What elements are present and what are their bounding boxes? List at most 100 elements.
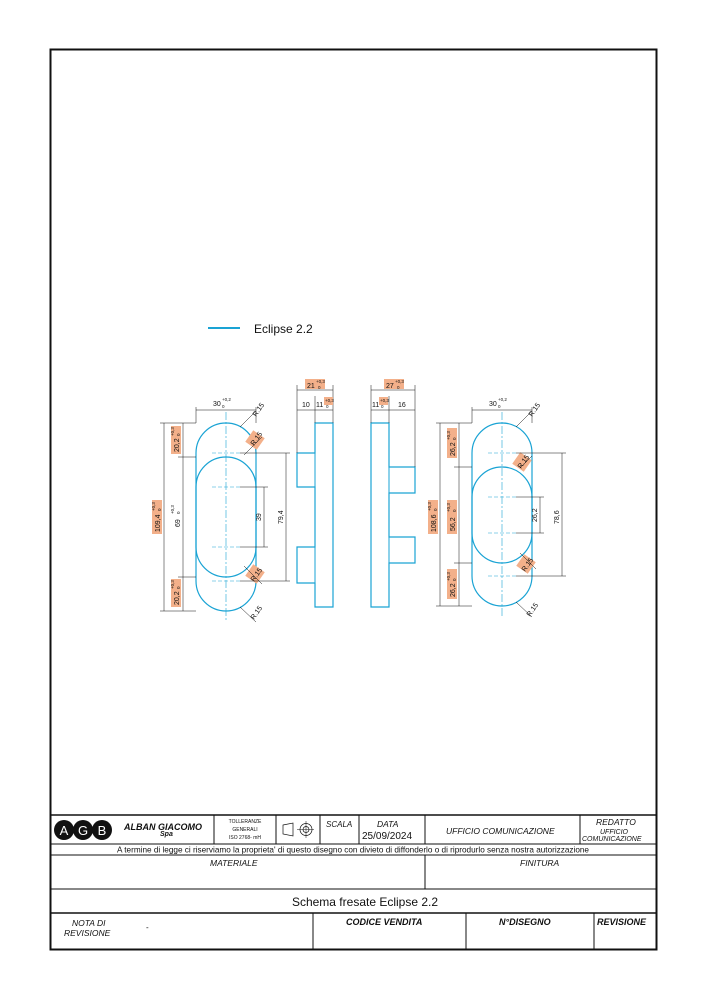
company-name: ALBAN GIACOMO	[123, 822, 202, 832]
left-mid-pocket-value: 69	[175, 519, 182, 527]
material-label: MATERIALE	[210, 858, 258, 868]
svg-text:0: 0	[176, 511, 181, 514]
right-radius-highlight-3	[516, 554, 536, 574]
svg-text:+0,3: +0,3	[325, 398, 334, 403]
svg-text:0: 0	[498, 404, 501, 409]
side-view-a: 21 +0,3 0 10 11 +0,3 0	[296, 379, 334, 608]
side-a-part2-value: 11	[316, 402, 323, 409]
right-radius-label-1: R.15	[528, 402, 542, 418]
right-bottom-pocket-value: 26,2	[450, 583, 457, 597]
right-top-pocket-value: 26,2	[450, 442, 457, 456]
drawing-frame	[49, 48, 658, 951]
svg-text:0: 0	[433, 508, 438, 511]
svg-text:+0,3: +0,3	[446, 572, 451, 581]
office-name: UFFICIO COMUNICAZIONE	[446, 826, 555, 836]
property-notice: A termine di legge ci riserviamo la prop…	[117, 846, 589, 855]
svg-text:B: B	[98, 823, 107, 838]
logo-circle-a	[54, 820, 74, 840]
left-width-value: 30	[213, 401, 221, 408]
left-radius-label-4: R.15	[250, 605, 264, 621]
side-a-part1-value: 10	[302, 402, 310, 409]
side-b-total-highlight	[384, 379, 404, 389]
right-outer-value: 78,6	[554, 510, 561, 524]
right-mid-pocket-highlight	[447, 500, 457, 534]
svg-text:0: 0	[452, 578, 457, 581]
finish-label: FINITURA	[520, 858, 560, 868]
legend: Eclipse 2.2	[208, 322, 313, 336]
drafted-value-2: COMUNICAZIONE	[582, 836, 642, 843]
logo-circle-b	[92, 820, 112, 840]
left-radius-highlight-3	[245, 564, 265, 584]
svg-text:0: 0	[157, 508, 162, 511]
right-bottom-pocket-highlight	[447, 569, 457, 599]
svg-text:+0,3: +0,3	[316, 379, 325, 384]
left-top-pocket-value: 20,2	[174, 438, 181, 452]
left-bottom-pocket-value: 20,2	[174, 591, 181, 605]
right-overall-value: 108,6	[431, 514, 438, 532]
side-a-total-value: 21	[307, 383, 315, 390]
right-top-pocket-highlight	[447, 428, 457, 458]
drafted-value-1: UFFICIO	[600, 829, 629, 836]
right-front-view: 30 +0,2 0 R.15 R.15 R.15 R.15 108,6 +0,3…	[427, 397, 566, 618]
svg-text:+0,3: +0,3	[151, 502, 156, 511]
svg-text:0: 0	[318, 385, 321, 390]
date-label: DATA	[377, 819, 399, 829]
left-top-pocket-highlight	[171, 426, 181, 454]
projection-symbol-icon	[282, 821, 314, 838]
right-radius-highlight-2	[512, 452, 532, 472]
svg-text:+0,2: +0,2	[222, 397, 231, 402]
sales-code-label: CODICE VENDITA	[346, 917, 422, 927]
agb-logo: A G B	[54, 820, 112, 840]
svg-text:+0,3: +0,3	[395, 379, 404, 384]
side-view-b: 27 +0,3 0 11 +0,3 0 16	[370, 379, 416, 608]
svg-text:+0,3: +0,3	[446, 503, 451, 512]
left-radius-label-1: R.15	[252, 402, 266, 418]
svg-text:0: 0	[176, 433, 181, 436]
right-inner-value: 26,2	[532, 508, 539, 522]
drawing-number-label: N°DISEGNO	[499, 917, 551, 927]
title-block: A G B ALBAN GIACOMO Spa TOLLERANZE GENER…	[50, 814, 657, 949]
side-b-part1-highlight	[379, 397, 388, 405]
side-a-part2-highlight	[324, 397, 333, 405]
date-value: 25/09/2024	[362, 831, 412, 842]
svg-text:0: 0	[397, 385, 400, 390]
left-overall-value: 109,4	[155, 514, 162, 532]
side-b-profile	[370, 422, 416, 608]
svg-text:+0,2: +0,2	[498, 397, 507, 402]
svg-text:0: 0	[326, 404, 329, 409]
company-suffix: Spa	[160, 831, 173, 838]
svg-text:A: A	[60, 823, 69, 838]
left-outer-value: 79,4	[278, 510, 285, 524]
svg-text:0: 0	[452, 437, 457, 440]
svg-text:+0,3: +0,3	[170, 580, 175, 589]
right-overall-highlight	[428, 500, 438, 534]
drafted-label: REDATTO	[596, 817, 636, 827]
svg-text:+0,3: +0,3	[170, 427, 175, 436]
side-b-total-value: 27	[386, 383, 394, 390]
left-front-view: 30 +0,2 0 R.15 R.15 R.15 R.15 109,4 +0,3…	[151, 397, 290, 623]
left-bottom-pocket-highlight	[171, 579, 181, 607]
svg-text:G: G	[78, 823, 88, 838]
tolerances-line-3: ISO 2768- mH	[229, 835, 261, 841]
svg-text:0: 0	[222, 404, 225, 409]
tolerances-line-2: GENERALI	[232, 827, 257, 833]
svg-text:0: 0	[176, 586, 181, 589]
svg-text:+0,3: +0,3	[170, 505, 175, 514]
revision-note-label-2: REVISIONE	[64, 928, 111, 938]
left-inner-value: 39	[256, 513, 263, 521]
svg-text:0: 0	[452, 509, 457, 512]
revision-note-value: -	[146, 923, 149, 932]
left-radius-highlight-2	[245, 430, 265, 450]
svg-text:+0,3: +0,3	[446, 431, 451, 440]
side-b-part2-value: 16	[398, 402, 406, 409]
legend-label: Eclipse 2.2	[254, 322, 313, 336]
svg-text:+0,3: +0,3	[427, 502, 432, 511]
right-mid-pocket-value: 56,2	[450, 517, 457, 531]
revision-label: REVISIONE	[597, 917, 647, 927]
tolerances-line-1: TOLLERANZE	[229, 819, 262, 825]
logo-circle-g	[73, 820, 93, 840]
revision-note-label-1: NOTA DI	[72, 918, 106, 928]
drawing-title: Schema fresate Eclipse 2.2	[292, 895, 438, 909]
svg-text:+0,3: +0,3	[380, 398, 389, 403]
